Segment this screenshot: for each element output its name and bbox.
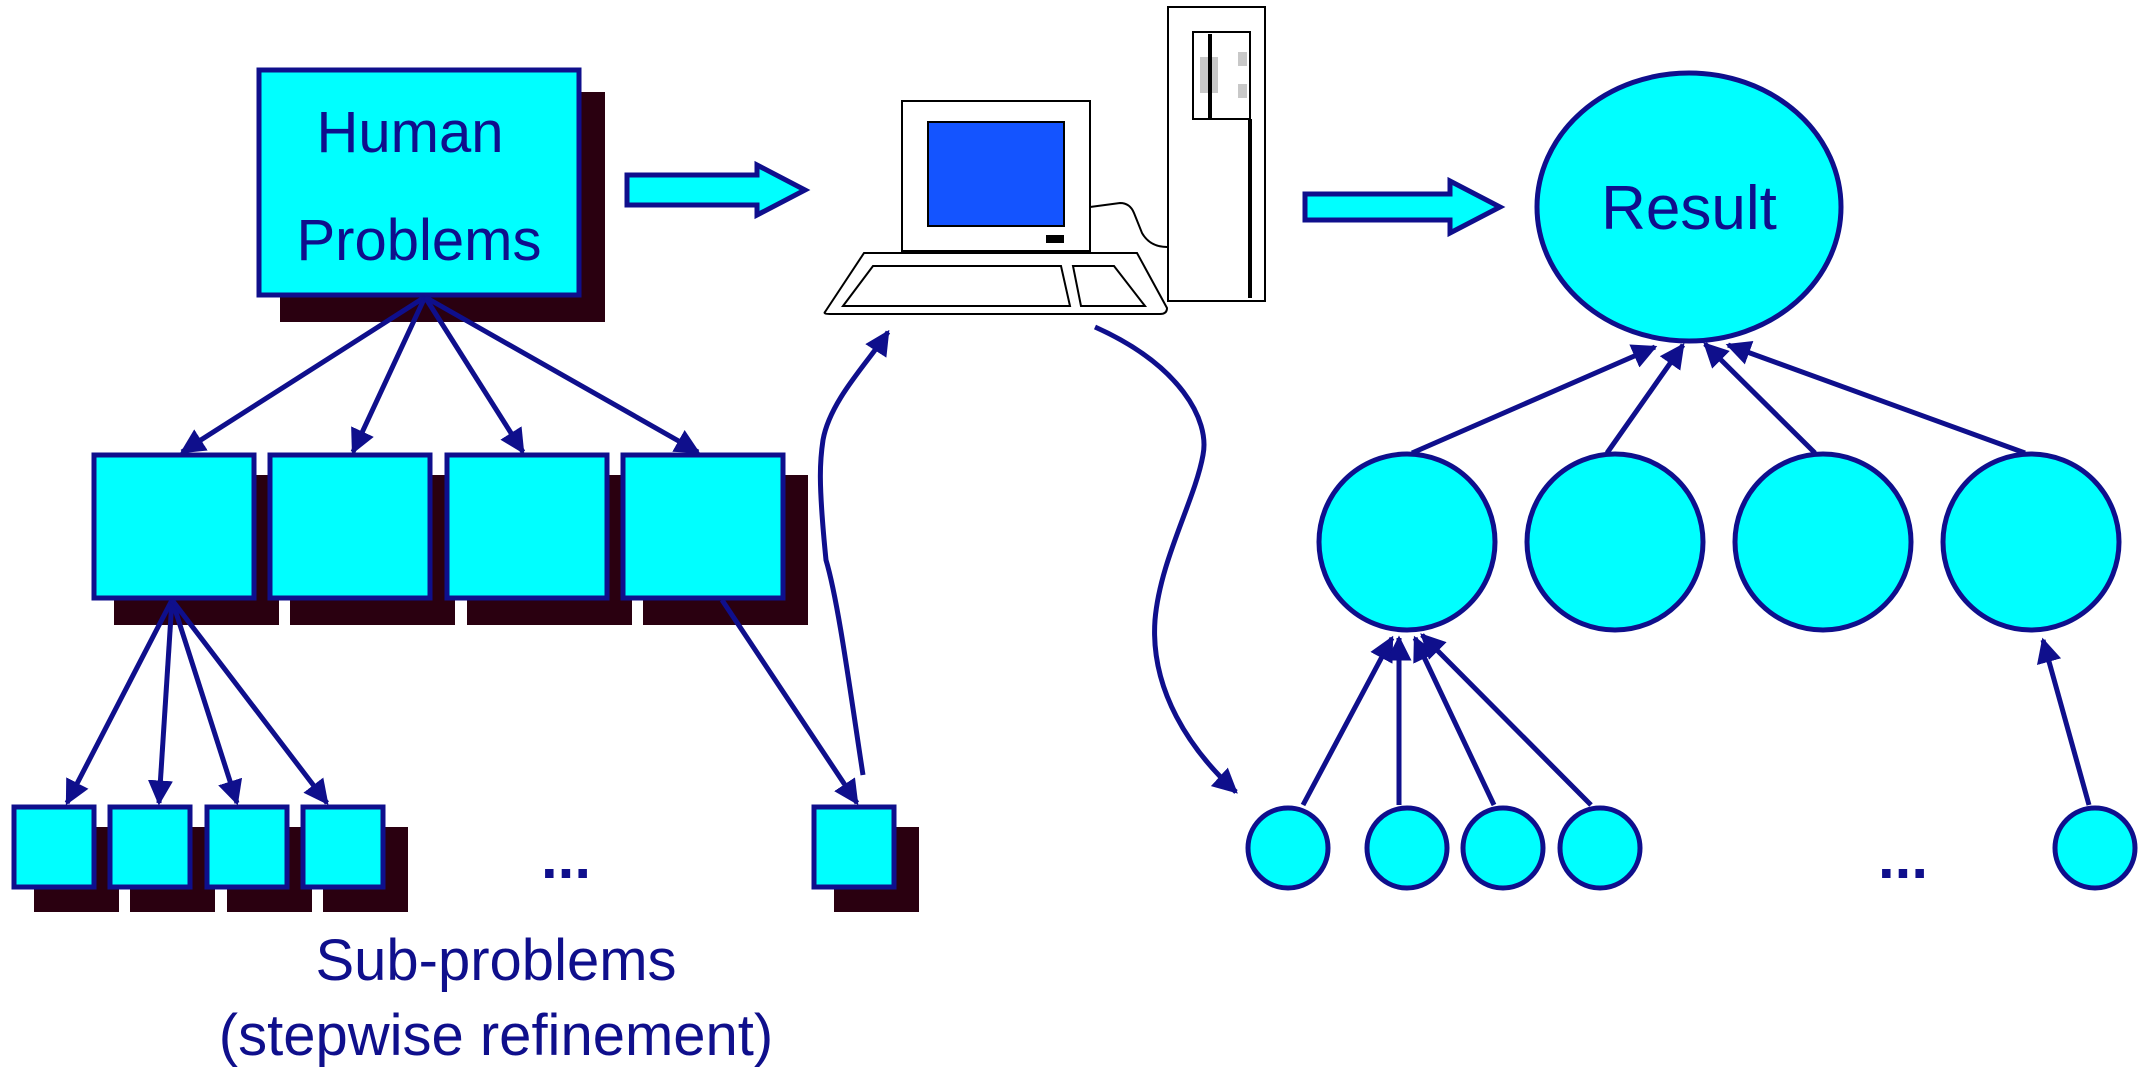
subproblem-box	[267, 452, 433, 601]
solution-node	[1557, 805, 1643, 891]
subproblems-label-line1: Sub-problems	[315, 928, 676, 993]
small-subproblem-box	[811, 804, 897, 890]
ellipsis-right: ...	[1878, 824, 1928, 891]
solution-node	[1245, 805, 1331, 891]
arrow-to-computer	[624, 160, 811, 220]
monitor-icon	[901, 100, 1091, 252]
tower-case-icon	[1167, 6, 1266, 302]
partial-result-node	[1732, 451, 1914, 633]
human-problems-label-line2: Problems	[297, 208, 542, 273]
computer-to-solution-arrow	[1093, 324, 1238, 794]
partial-result-node	[1940, 451, 2122, 633]
decomposition-arrows	[179, 294, 701, 455]
partial-result-node	[1524, 451, 1706, 633]
solution-node	[1364, 805, 1450, 891]
subproblem-box	[91, 452, 257, 601]
result-label: Result	[1601, 174, 1777, 243]
composition-arrows	[1300, 340, 2092, 807]
small-subproblem-box	[300, 804, 386, 890]
solution-node	[2052, 805, 2138, 891]
small-subproblem-box	[11, 804, 97, 890]
keyboard-icon	[823, 252, 1169, 315]
human-problems-box	[256, 67, 582, 298]
small-subproblem-box	[204, 804, 290, 890]
human-problems-label-line1: Human	[317, 100, 504, 165]
solution-node	[1460, 805, 1546, 891]
small-subproblem-box	[107, 804, 193, 890]
subproblem-box	[620, 452, 786, 601]
subproblem-box	[444, 452, 610, 601]
refinement-arrows	[64, 598, 860, 806]
result-node	[1534, 70, 1844, 344]
computer-icon	[823, 6, 1266, 315]
arrow-to-result	[1302, 176, 1506, 238]
subproblems-label-line2: (stepwise refinement)	[219, 1003, 773, 1068]
ellipsis-left: ...	[541, 824, 591, 891]
subproblem-to-computer-arrow	[817, 329, 891, 776]
partial-result-node	[1316, 451, 1498, 633]
